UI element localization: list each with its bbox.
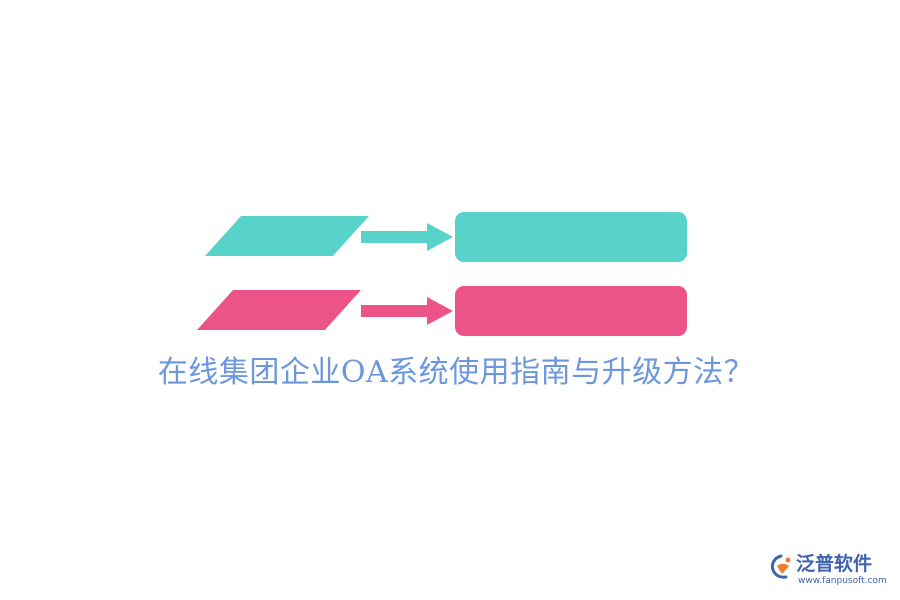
pink-rounded-box [455,286,687,336]
teal-parallelogram [205,216,369,256]
brand-logo[interactable]: 泛普软件 www.fanpusoft.com [768,552,892,588]
fanpu-logo-icon [770,554,791,579]
teal-right-arrow-icon [361,223,453,251]
pink-right-arrow-icon [361,297,453,325]
teal-rounded-box [455,212,687,262]
caption-title: 在线集团企业OA系统使用指南与升级方法？ [157,355,755,390]
pink-parallelogram [197,290,361,330]
logo-url: www.fanpusoft.com [798,576,887,586]
logo-name: 泛普软件 [796,553,873,575]
